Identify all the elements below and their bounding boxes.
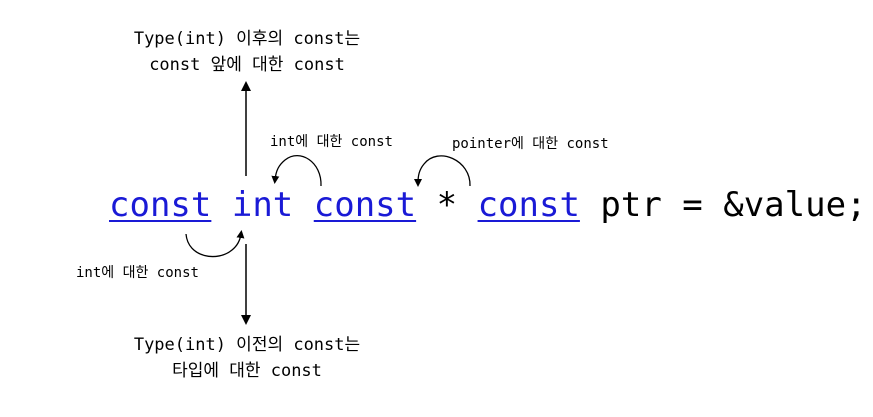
curve-const-to-int-below xyxy=(185,230,245,258)
curve-const-to-int xyxy=(271,155,322,187)
code-remainder: ptr = &value; xyxy=(600,185,867,225)
pointer-star: * xyxy=(436,185,458,225)
top-caption-line-2: const 앞에 대한 const xyxy=(149,55,345,75)
top-caption: Type(int) 이후의 const는 const 앞에 대한 const xyxy=(112,26,382,78)
bottom-caption: Type(int) 이전의 const는 타입에 대한 const xyxy=(112,332,382,384)
code-line: const int const * const ptr = &value; xyxy=(109,183,867,227)
curve-const-to-pointer xyxy=(414,155,471,187)
keyword-const-3: const xyxy=(477,185,580,225)
note-int-right: int에 대한 const xyxy=(270,134,393,150)
keyword-const-1: const xyxy=(109,185,212,225)
keyword-int: int xyxy=(231,185,294,225)
note-int-left: int에 대한 const xyxy=(76,265,199,281)
bottom-caption-line-2: 타입에 대한 const xyxy=(172,361,322,381)
keyword-const-2: const xyxy=(313,185,417,225)
note-pointer: pointer에 대한 const xyxy=(452,136,609,152)
top-caption-line-1: Type(int) 이후의 const는 xyxy=(133,29,361,49)
bottom-caption-line-1: Type(int) 이전의 const는 xyxy=(133,335,361,355)
